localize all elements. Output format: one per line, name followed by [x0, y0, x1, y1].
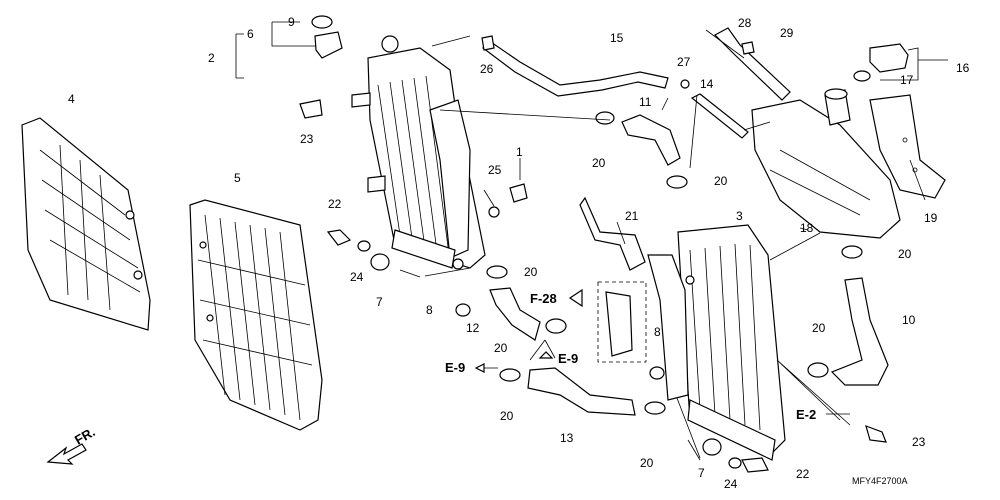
grommet-7-left [370, 253, 390, 271]
label-part-19: 19 [924, 211, 938, 225]
tank-cover [869, 94, 946, 199]
bracket-21 [579, 196, 646, 271]
label-part-18: 18 [800, 221, 814, 235]
label-part-20d: 20 [494, 341, 508, 355]
label-part-29: 29 [780, 26, 794, 40]
radiator-left [351, 35, 486, 270]
hose-clamps [486, 111, 863, 415]
ref-f28: F-28 [530, 288, 583, 308]
ref-e9-left: E-9 [445, 360, 498, 375]
label-part-25: 25 [488, 163, 502, 177]
label-part-5: 5 [234, 171, 241, 185]
hose-11 [621, 114, 681, 166]
label-part-20b: 20 [714, 174, 728, 188]
part-labels: 1 2 3 4 5 6 7 7 8 8 9 10 11 12 13 14 15 … [68, 15, 970, 491]
label-part-13: 13 [560, 431, 574, 445]
clip-23-right [865, 425, 887, 443]
grommet-7-right [702, 438, 722, 456]
label-part-23-left: 23 [300, 132, 314, 146]
fr-label: FR. [72, 424, 98, 447]
breather-tube-14 [690, 93, 749, 139]
label-part-26: 26 [480, 62, 494, 76]
ref-e2: E-2 [796, 407, 850, 422]
label-part-20g: 20 [898, 247, 912, 261]
radiator-cap [311, 15, 343, 59]
clip-28 [741, 41, 755, 55]
front-direction-arrow: FR. [46, 424, 98, 465]
radiator-right [647, 224, 786, 461]
label-part-4: 4 [68, 92, 75, 106]
overflow-hose-15 [482, 39, 669, 97]
radiator-grille [189, 199, 323, 431]
label-part-7-left: 7 [376, 295, 383, 309]
ref-e9-right-label: E-9 [558, 351, 578, 366]
label-part-12: 12 [466, 321, 480, 335]
label-part-17: 17 [900, 73, 914, 87]
label-part-21: 21 [625, 209, 639, 223]
ref-e9-left-label: E-9 [445, 360, 465, 375]
ref-e2-label: E-2 [796, 407, 816, 422]
label-part-8-left: 8 [426, 303, 433, 317]
label-part-28: 28 [738, 16, 752, 30]
label-part-6: 6 [247, 27, 254, 41]
label-part-14: 14 [700, 77, 714, 91]
reserve-tank [751, 88, 901, 239]
grommet-8-right [649, 366, 665, 380]
washer-25 [488, 206, 500, 218]
grommet-1 [509, 183, 528, 203]
label-part-16: 16 [956, 61, 970, 75]
label-part-20e: 20 [500, 409, 514, 423]
label-part-10: 10 [902, 313, 916, 327]
label-part-7-right: 7 [698, 466, 705, 480]
f28-bracket-detail [597, 281, 647, 363]
label-part-15: 15 [610, 31, 624, 45]
radiator-shroud-left [21, 117, 151, 331]
hose-12 [489, 287, 541, 341]
ref-e9-right: E-9 [538, 351, 578, 366]
bolt-22-left [326, 229, 352, 246]
collar-24-left [357, 240, 371, 252]
clip-26 [481, 35, 495, 51]
bolt-22-right [741, 457, 769, 473]
label-part-24-left: 24 [350, 270, 364, 284]
label-part-3: 3 [736, 209, 743, 223]
label-part-24-right: 24 [724, 477, 738, 491]
label-part-22-right: 22 [796, 467, 810, 481]
label-part-20c: 20 [524, 265, 538, 279]
label-part-27: 27 [677, 55, 691, 69]
label-part-9: 9 [288, 15, 295, 29]
ref-f28-label: F-28 [530, 291, 557, 306]
grommet-8-left [455, 303, 471, 317]
collar-24-right [728, 457, 742, 469]
label-part-11: 11 [639, 95, 652, 109]
label-part-22-left: 22 [328, 197, 342, 211]
label-part-1: 1 [516, 145, 523, 159]
label-part-20a: 20 [592, 156, 606, 170]
label-part-8-right: 8 [654, 325, 661, 339]
reserve-tank-cap [853, 43, 909, 82]
clip-27 [680, 79, 690, 89]
diagram-code: MFY4F2700A [852, 476, 908, 486]
hose-13 [527, 367, 636, 416]
hose-10 [830, 277, 889, 386]
label-part-20f: 20 [640, 456, 654, 470]
label-part-23-right: 23 [912, 435, 926, 449]
clip-23-left [299, 99, 323, 119]
label-part-2: 2 [208, 51, 215, 65]
breather-tube-29 [714, 27, 791, 101]
label-part-20h: 20 [812, 321, 826, 335]
